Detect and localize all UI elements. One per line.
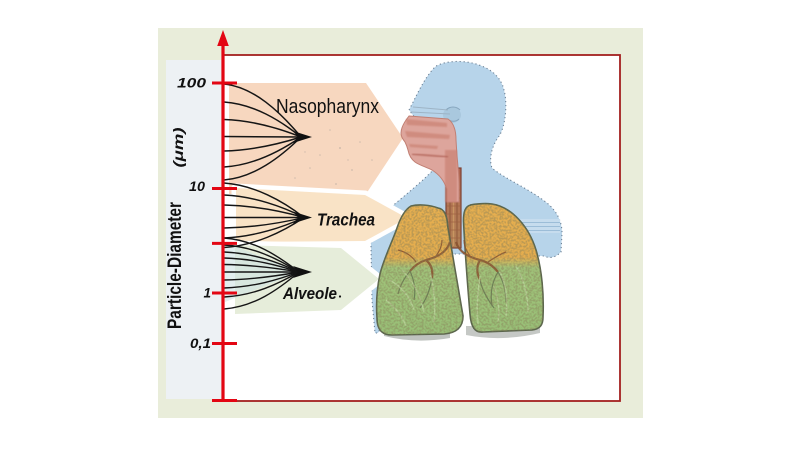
svg-text:Trachea: Trachea bbox=[317, 210, 375, 230]
svg-text:100: 100 bbox=[177, 76, 207, 91]
svg-text:1: 1 bbox=[203, 286, 211, 301]
svg-text:0,1: 0,1 bbox=[190, 336, 211, 351]
svg-text:10: 10 bbox=[189, 179, 206, 194]
svg-text:Alveole: Alveole bbox=[282, 285, 337, 303]
svg-text:Nasopharynx: Nasopharynx bbox=[276, 95, 380, 118]
svg-text:(μm): (μm) bbox=[170, 127, 186, 167]
svg-text:Particle-Diameter: Particle-Diameter bbox=[165, 202, 186, 329]
